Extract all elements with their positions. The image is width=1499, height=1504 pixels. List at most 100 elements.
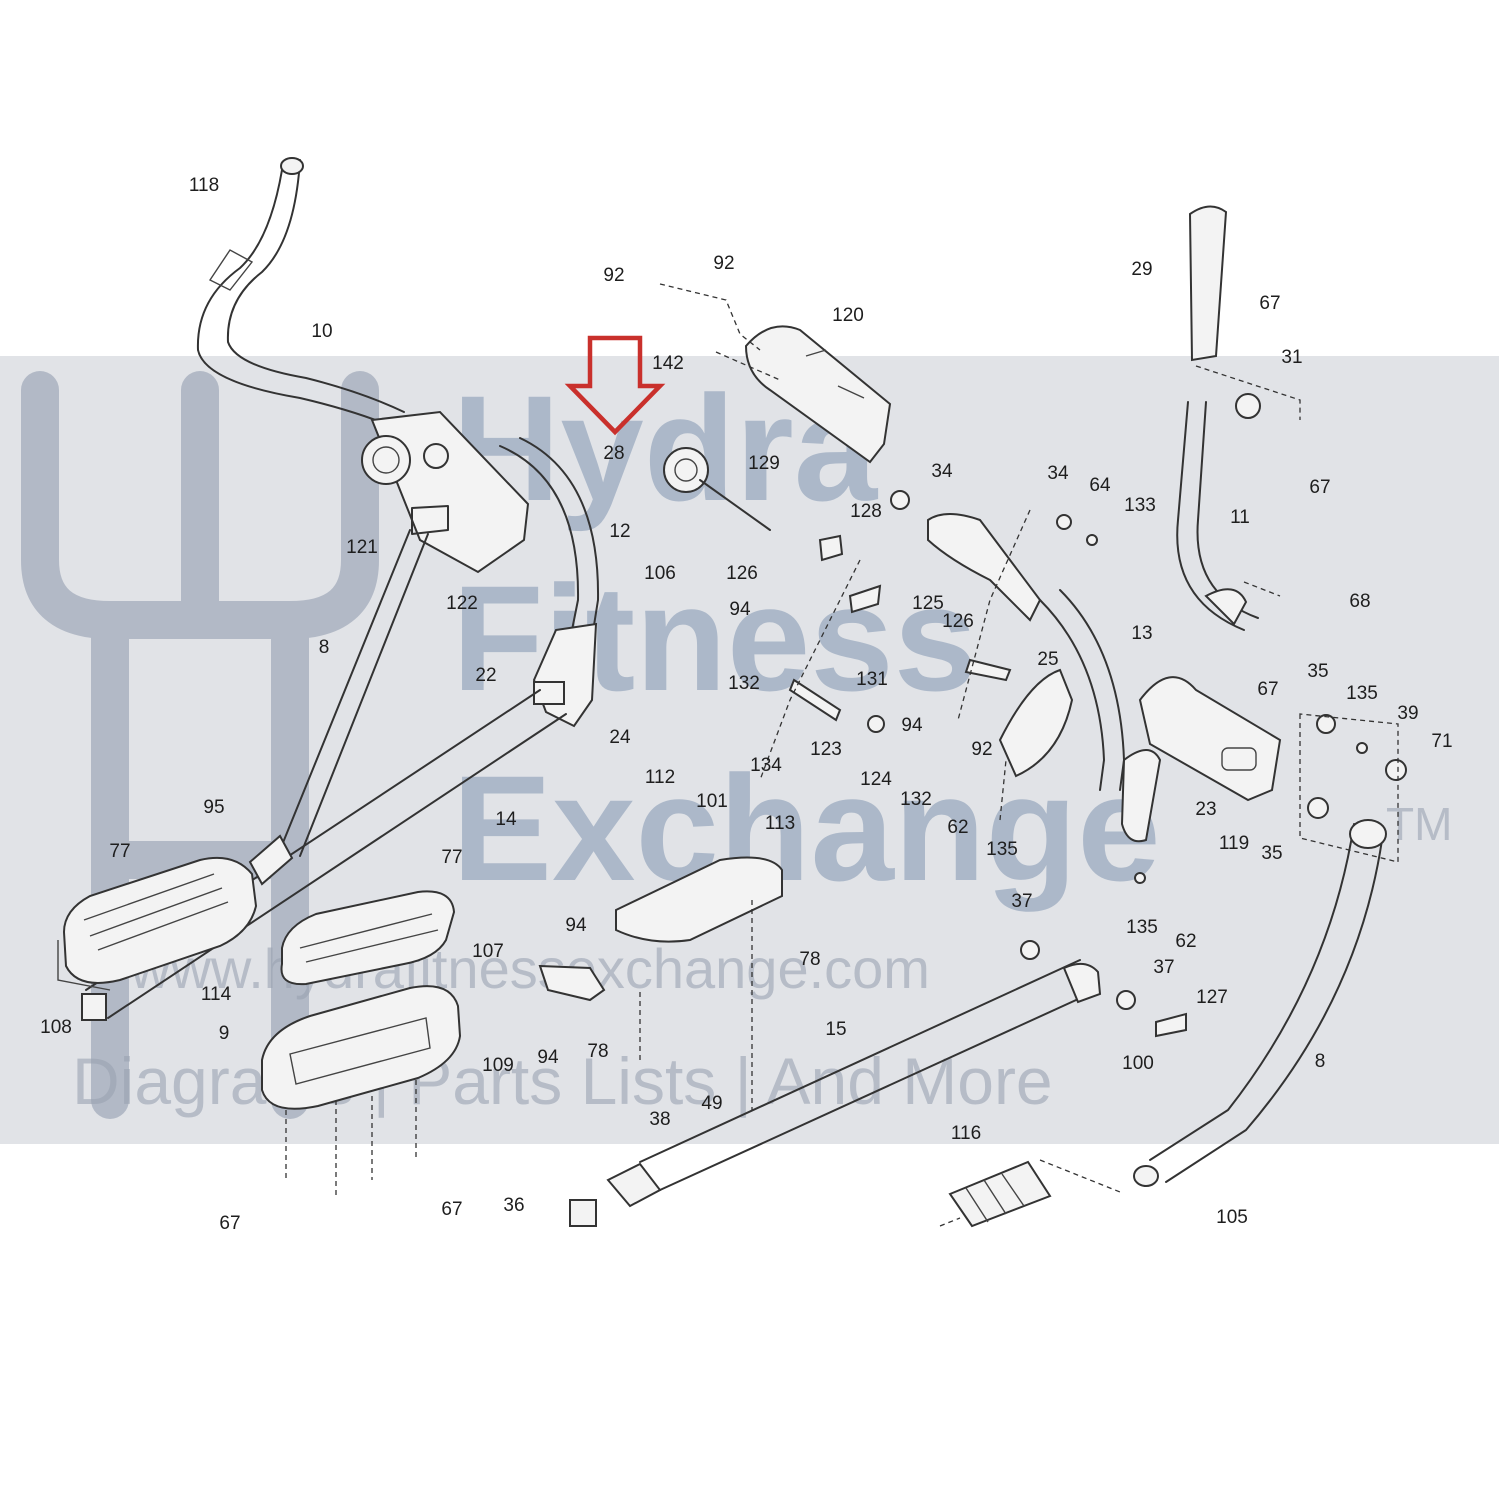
- callout-11: 11: [1230, 507, 1250, 528]
- callout-35: 35: [1307, 661, 1328, 682]
- left-handle-arm-10: [196, 157, 421, 441]
- callout-113: 113: [765, 813, 795, 834]
- callout-134: 134: [750, 755, 782, 776]
- callout-34: 34: [1047, 463, 1069, 484]
- callout-49: 49: [701, 1093, 722, 1114]
- callout-126: 126: [942, 611, 974, 632]
- callout-67: 67: [441, 1199, 462, 1220]
- callout-22: 22: [475, 665, 496, 686]
- callout-64: 64: [1089, 475, 1111, 496]
- callout-8: 8: [319, 637, 330, 658]
- callout-35: 35: [1261, 843, 1282, 864]
- callout-100: 100: [1122, 1053, 1154, 1074]
- callout-135: 135: [1346, 683, 1378, 704]
- callout-94: 94: [729, 599, 751, 620]
- callout-92: 92: [713, 253, 734, 274]
- frame-15: [569, 959, 1102, 1227]
- callout-24: 24: [609, 727, 631, 748]
- callout-112: 112: [645, 767, 675, 788]
- callout-132: 132: [728, 673, 760, 694]
- callout-116: 116: [951, 1123, 981, 1144]
- callout-128: 128: [850, 501, 882, 522]
- pedal-platform-9-77: [261, 890, 462, 1110]
- callout-123: 123: [810, 739, 842, 760]
- callout-67: 67: [1257, 679, 1278, 700]
- callout-120: 120: [832, 305, 864, 326]
- left-pivot-housing-122: [361, 410, 530, 574]
- callout-92: 92: [971, 739, 992, 760]
- callout-133: 133: [1124, 495, 1156, 516]
- left-arm-12-and-8: [279, 437, 600, 857]
- highlight-arrow-icon: [564, 335, 666, 436]
- left-pedal-assembly: [57, 834, 294, 991]
- callout-10: 10: [311, 321, 332, 342]
- callout-14: 14: [495, 809, 517, 830]
- callout-39: 39: [1397, 703, 1418, 724]
- callout-77: 77: [109, 841, 130, 862]
- right-lower-arm-8: [1133, 819, 1387, 1187]
- callout-127: 127: [1196, 987, 1228, 1008]
- cover-119: [1138, 676, 1282, 802]
- callout-78: 78: [587, 1041, 608, 1062]
- upright-11-29: [1176, 205, 1259, 631]
- callout-131: 131: [856, 669, 888, 690]
- small-hardware: [788, 393, 1407, 1038]
- callout-29: 29: [1131, 259, 1152, 280]
- grip-116: [948, 1160, 1052, 1228]
- callout-28: 28: [603, 443, 624, 464]
- platform-113: [538, 856, 783, 1002]
- callout-67: 67: [1309, 477, 1330, 498]
- assembly-dashed-lines: [285, 283, 1399, 1227]
- callout-23: 23: [1195, 799, 1216, 820]
- callout-62: 62: [1175, 931, 1196, 952]
- callout-142: 142: [652, 353, 684, 374]
- callout-125: 125: [912, 593, 944, 614]
- callout-37: 37: [1011, 891, 1032, 912]
- callout-101: 101: [696, 791, 728, 812]
- callout-9: 9: [219, 1023, 230, 1044]
- callout-119: 119: [1219, 833, 1249, 854]
- callout-12: 12: [609, 521, 630, 542]
- pivot-cap-28: [663, 447, 771, 531]
- callout-95: 95: [203, 797, 224, 818]
- right-pivot-housing-13: [927, 513, 1162, 843]
- callout-105: 105: [1216, 1207, 1248, 1228]
- callout-107: 107: [472, 941, 504, 962]
- callout-129: 129: [748, 453, 780, 474]
- callout-67: 67: [1259, 293, 1280, 314]
- callout-78: 78: [799, 949, 820, 970]
- callout-15: 15: [825, 1019, 846, 1040]
- callout-31: 31: [1281, 347, 1302, 368]
- callout-77: 77: [441, 847, 462, 868]
- callout-25: 25: [1037, 649, 1058, 670]
- callout-121: 121: [346, 537, 378, 558]
- callout-94: 94: [901, 715, 923, 736]
- watermark-line3: Exchange: [452, 744, 1161, 912]
- callout-38: 38: [649, 1109, 670, 1130]
- callout-122: 122: [446, 593, 478, 614]
- callout-114: 114: [201, 984, 232, 1005]
- callout-62: 62: [947, 817, 968, 838]
- callout-71: 71: [1431, 731, 1452, 752]
- callout-94: 94: [565, 915, 587, 936]
- callout-67: 67: [219, 1213, 240, 1234]
- callout-68: 68: [1349, 591, 1370, 612]
- callout-108: 108: [40, 1017, 72, 1038]
- callout-126: 126: [726, 563, 758, 584]
- callout-92: 92: [603, 265, 624, 286]
- callout-124: 124: [860, 769, 892, 790]
- callout-8: 8: [1315, 1051, 1326, 1072]
- callout-132: 132: [900, 789, 932, 810]
- callout-135: 135: [986, 839, 1018, 860]
- watermark-url: www.hydrafitnessexchange.com: [129, 937, 930, 1000]
- callout-135: 135: [1126, 917, 1158, 938]
- callout-94: 94: [537, 1047, 559, 1068]
- callout-36: 36: [503, 1195, 524, 1216]
- watermark-tagline: Diagrams | Parts Lists | And More: [72, 1044, 1053, 1118]
- callout-34: 34: [931, 461, 953, 482]
- callout-109: 109: [482, 1055, 514, 1076]
- callout-13: 13: [1131, 623, 1152, 644]
- callout-106: 106: [644, 563, 676, 584]
